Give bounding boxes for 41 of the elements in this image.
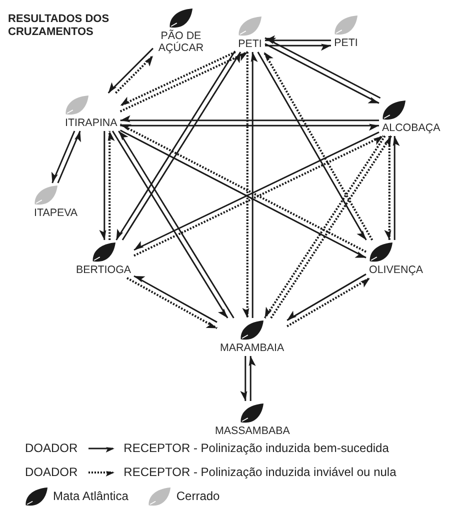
- donor-label: DOADOR: [25, 465, 78, 479]
- arrow: [120, 115, 379, 122]
- title: RESULTADOS DOS CRUZAMENTOS: [8, 13, 110, 39]
- site-label: PÃO DE AÇÚCAR: [157, 30, 205, 54]
- arrow: [265, 35, 331, 42]
- dotted-arrow: [120, 51, 248, 112]
- arrow: [264, 43, 380, 104]
- arrow: [392, 136, 400, 240]
- site-label: PETI: [334, 37, 358, 49]
- dotted-arrow: [108, 131, 115, 240]
- legend-text: Cerrado: [176, 489, 220, 503]
- dotted-arrow: [114, 54, 154, 94]
- site-label: MARAMBAIA: [220, 342, 284, 354]
- arrow: [286, 274, 366, 321]
- arrow: [134, 275, 218, 323]
- arrow: [248, 356, 256, 401]
- legend-text: RECEPTOR - Polinização induzida inviável ou nula: [124, 465, 396, 479]
- site-label: PETI: [238, 38, 262, 50]
- site-label: ALCOBAÇA: [382, 122, 440, 134]
- legend-text: Mata Atlântica: [53, 489, 128, 503]
- legend-text: RECEPTOR - Polinização induzida bem-sucedida: [124, 441, 389, 455]
- arrow: [51, 130, 76, 184]
- arrow: [99, 131, 106, 240]
- dotted-arrow: [242, 52, 250, 318]
- dotted-arrow: [384, 136, 392, 240]
- dotted-arrow: [286, 277, 370, 328]
- dotted-arrow: [126, 277, 218, 330]
- arrow: [108, 48, 154, 94]
- site-label: BERTIOGA: [76, 264, 132, 276]
- site-label: ITIRAPINA: [65, 117, 118, 129]
- arrow: [120, 124, 379, 131]
- arrow: [57, 130, 81, 184]
- arrow: [240, 356, 248, 401]
- donor-label: DOADOR: [25, 441, 78, 455]
- arrow: [265, 44, 331, 51]
- dotted-arrow: [120, 51, 236, 107]
- site-label: MASSAMBABA: [215, 425, 290, 437]
- site-label: ITAPEVA: [34, 207, 78, 219]
- site-label: OLIVENÇA: [369, 264, 424, 276]
- arrow: [250, 52, 258, 318]
- arrow: [264, 37, 381, 99]
